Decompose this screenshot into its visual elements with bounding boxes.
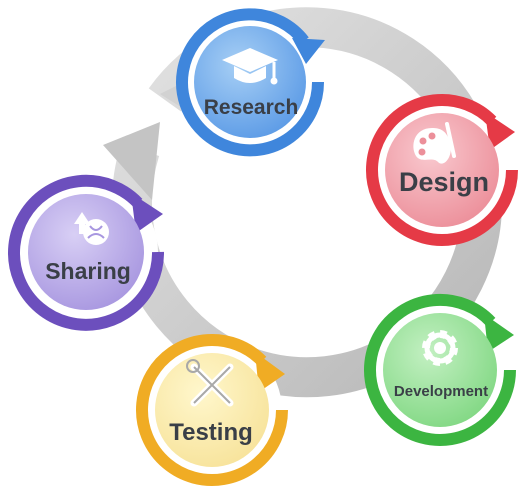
stage-label: Sharing	[45, 258, 131, 284]
stage-label: Design	[399, 167, 489, 197]
palette-icon	[413, 122, 456, 164]
stage-research[interactable]: Research	[176, 8, 325, 157]
stage-testing[interactable]: Testing	[136, 333, 288, 486]
globe-upload-icon	[74, 212, 109, 245]
gear-icon	[422, 330, 458, 366]
stage-design[interactable]: Design	[366, 93, 518, 246]
graduation-cap-icon	[222, 48, 278, 85]
stage-label: Testing	[169, 419, 253, 446]
stage-label: Development	[394, 383, 488, 400]
stage-development[interactable]: Development	[364, 293, 516, 446]
stage-label: Research	[204, 96, 299, 119]
stage-sharing[interactable]: Sharing	[8, 174, 165, 331]
wrench-screwdriver-icon	[186, 359, 234, 407]
